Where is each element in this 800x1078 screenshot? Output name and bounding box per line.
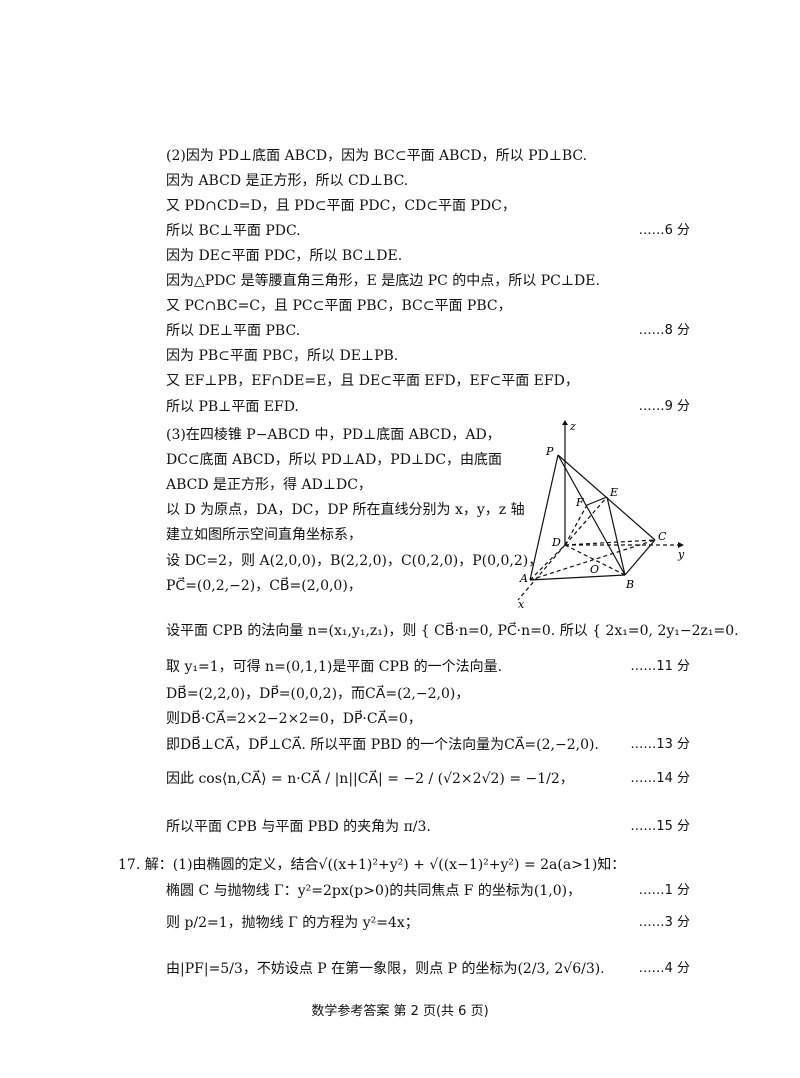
edge-AB bbox=[529, 574, 626, 581]
label-z: z bbox=[569, 420, 576, 433]
solution-line: 因此 cos⟨n,CA⃗⟩ = n·CA⃗ / |n||CA⃗| = −2 / … bbox=[166, 771, 690, 787]
label-C: C bbox=[658, 530, 667, 543]
solution-line: 以 D 为原点，DA，DC，DP 所在直线分别为 x，y，z 轴 bbox=[166, 502, 525, 518]
edge-DC bbox=[564, 539, 656, 546]
label-y: y bbox=[677, 548, 685, 561]
q17-line: 则 p/2=1，抛物线 Γ 的方程为 y²=4x；……3 分 bbox=[166, 915, 690, 931]
solution-line: 所以 PB⊥平面 EFD.……9 分 bbox=[166, 399, 690, 415]
label-B: B bbox=[625, 578, 634, 591]
z-arrowhead bbox=[562, 420, 568, 425]
solution-line: ABCD 是正方形，得 AD⊥DC， bbox=[166, 477, 372, 493]
segment-FE bbox=[586, 496, 608, 506]
edge-AD bbox=[529, 544, 566, 581]
label-F: F bbox=[575, 496, 584, 509]
q17-line: 17. 解：(1)由椭圆的定义，结合√((x+1)²+y²) + √((x−1)… bbox=[118, 857, 626, 873]
edge-PB bbox=[557, 454, 626, 576]
solution-line: 所以 BC⊥平面 PDC.……6 分 bbox=[166, 223, 690, 239]
q17-line: 由|PF|=5/3，不妨设点 P 在第一象限，则点 P 的坐标为(2/3, 2√… bbox=[166, 961, 690, 977]
solution-line: DB⃗=(2,2,0)，DP⃗=(0,0,2)，而CA⃗=(2,−2,0)， bbox=[166, 686, 470, 702]
label-x: x bbox=[518, 598, 525, 610]
solution-line: 设 DC=2，则 A(2,0,0)，B(2,2,0)，C(0,2,0)，P(0,… bbox=[166, 553, 543, 569]
pyramid-diagram: z P F E D C y O A B x bbox=[517, 420, 685, 611]
label-P: P bbox=[545, 445, 554, 458]
label-O: O bbox=[590, 563, 599, 576]
y-arrowhead bbox=[678, 542, 684, 548]
edge-PA bbox=[529, 454, 559, 581]
segment-DF bbox=[564, 504, 588, 546]
label-D: D bbox=[551, 536, 561, 549]
solution-line: 因为 PB⊂平面 PBC，所以 DE⊥PB. bbox=[166, 348, 399, 364]
solution-line: 设平面 CPB 的法向量 n=(x₁,y₁,z₁)，则 { CB⃗·n=0, P… bbox=[166, 623, 739, 639]
solution-line: 所以平面 CPB 与平面 PBD 的夹角为 π/3.……15 分 bbox=[166, 819, 690, 835]
segment-EB bbox=[606, 496, 626, 576]
solution-line: 因为△PDC 是等腰直角三角形，E 是底边 PC 的中点，所以 PC⊥DE. bbox=[166, 273, 600, 289]
solution-line: 因为 DE⊂平面 PDC，所以 BC⊥DE. bbox=[166, 248, 403, 264]
solution-line: 建立如图所示空间直角坐标系， bbox=[166, 527, 362, 543]
solution-line: 又 PD∩CD=D，且 PD⊂平面 PDC，CD⊂平面 PDC， bbox=[166, 198, 516, 214]
solution-line: (2)因为 PD⊥底面 ABCD，因为 BC⊂平面 ABCD，所以 PD⊥BC. bbox=[166, 148, 588, 164]
label-A: A bbox=[519, 572, 528, 585]
solution-line: DC⊂底面 ABCD，所以 PD⊥AD，PD⊥DC，由底面 bbox=[166, 452, 503, 468]
solution-line: 取 y₁=1，可得 n=(0,1,1)是平面 CPB 的一个法向量.……11 分 bbox=[166, 659, 690, 675]
segment-DE bbox=[564, 496, 608, 546]
pyramid-coordinate-figure: z P F E D C y O A B x bbox=[510, 420, 690, 611]
solution-line: 又 PC∩BC=C，且 PC⊂平面 PBC，BC⊂平面 PBC， bbox=[166, 298, 512, 314]
solution-line: 则DB⃗·CA⃗=2×2−2×2=0，DP⃗·CA⃗=0， bbox=[166, 711, 422, 727]
solution-line: 即DB⃗⊥CA⃗，DP⃗⊥CA⃗. 所以平面 PBD 的一个法向量为CA⃗=(2… bbox=[166, 737, 690, 753]
label-E: E bbox=[609, 486, 618, 499]
solution-line: 又 EF⊥PB，EF∩DE=E，且 DE⊂平面 EFD，EF⊂平面 EFD， bbox=[166, 373, 579, 389]
q17-line: 椭圆 C 与抛物线 Γ：y²=2px(p>0)的共同焦点 F 的坐标为(1,0)… bbox=[166, 883, 690, 899]
solution-line: 因为 ABCD 是正方形，所以 CD⊥BC. bbox=[166, 173, 409, 189]
diagonal-AC bbox=[529, 539, 656, 581]
edge-BC bbox=[624, 539, 656, 576]
solution-line: PC⃗=(0,2,−2)，CB⃗=(2,0,0)， bbox=[166, 578, 362, 594]
solution-line: 所以 DE⊥平面 PBC.……8 分 bbox=[166, 323, 690, 339]
solution-line: (3)在四棱锥 P−ABCD 中，PD⊥底面 ABCD，AD， bbox=[166, 427, 501, 443]
x-axis bbox=[517, 544, 566, 601]
page-footer: 数学参考答案 第 2 页(共 6 页) bbox=[311, 1004, 489, 1019]
